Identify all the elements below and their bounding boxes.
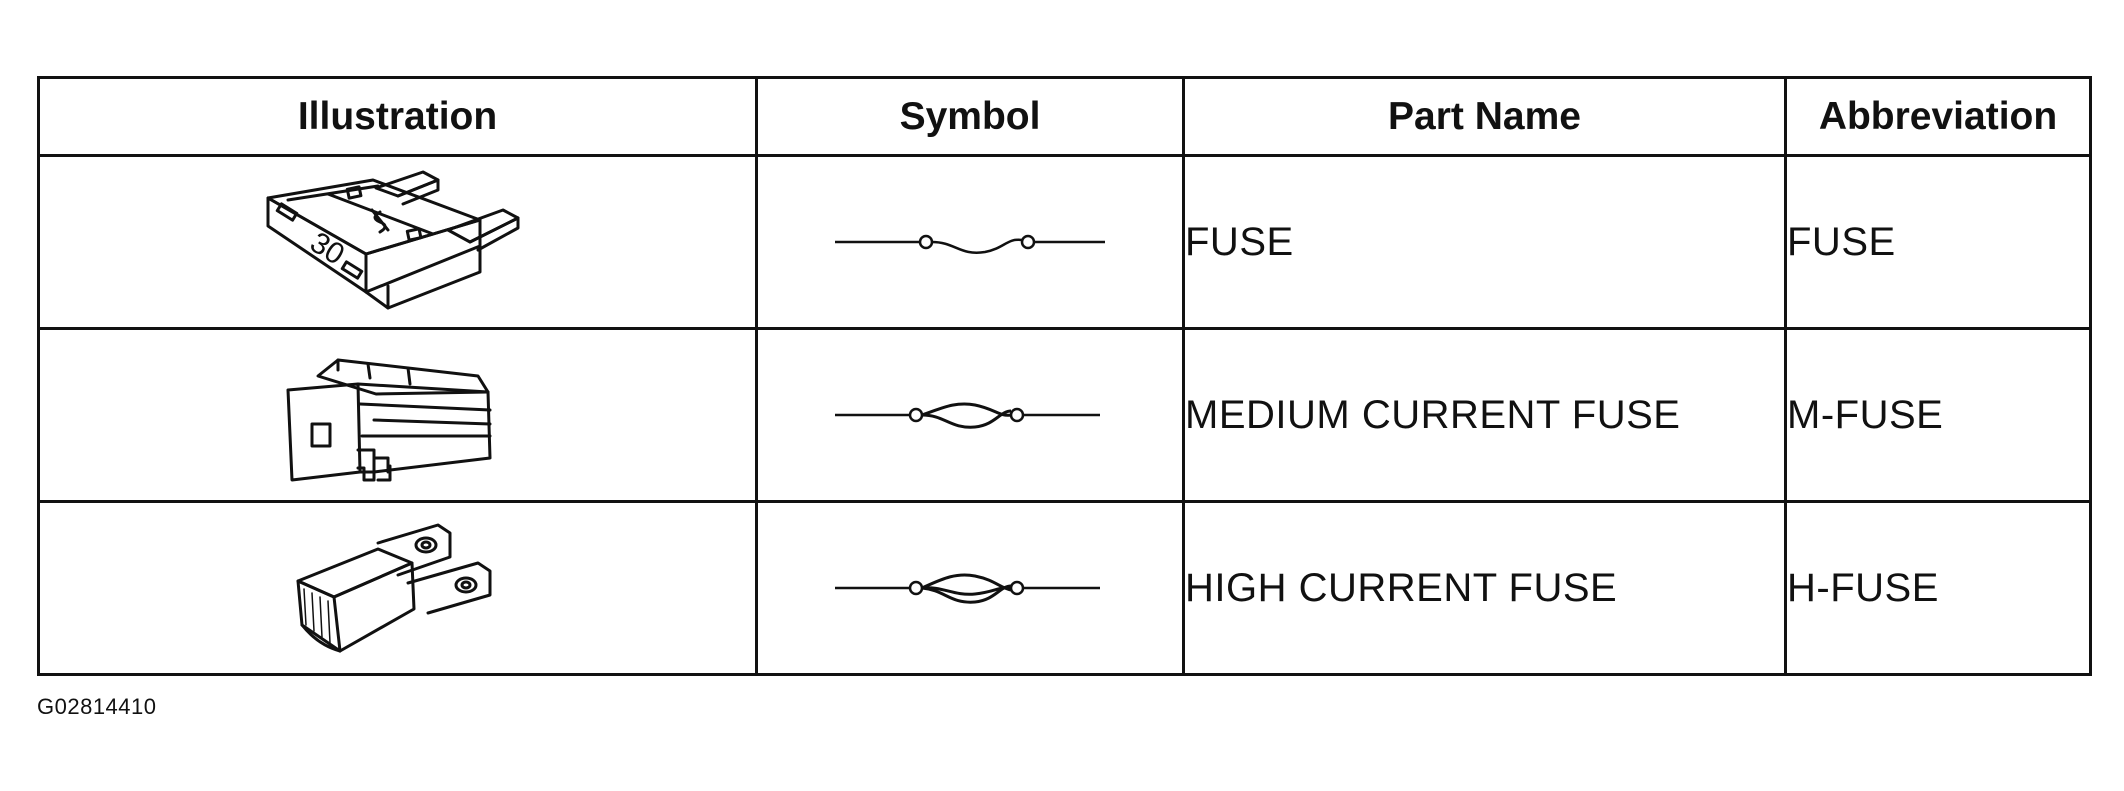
table-row: HIGH CURRENT FUSE H-FUSE	[37, 500, 2092, 676]
high-current-fuse-icon	[296, 523, 491, 653]
header-symbol: Symbol	[755, 76, 1185, 157]
header-part-name: Part Name	[1182, 76, 1787, 157]
illustration-cell: 30	[37, 154, 758, 330]
part-name-cell: MEDIUM CURRENT FUSE	[1182, 327, 1787, 503]
abbreviation-cell: H-FUSE	[1784, 500, 2092, 676]
medium-current-fuse-icon	[286, 358, 491, 482]
illustration-cell	[37, 327, 758, 503]
figure-id: G02814410	[37, 694, 157, 719]
illustration-cell	[37, 500, 758, 676]
symbol-cell	[755, 327, 1185, 503]
header-illustration: Illustration	[37, 76, 758, 157]
medium-current-fuse-symbol-icon	[835, 402, 1100, 429]
high-current-fuse-symbol-icon	[835, 573, 1100, 604]
blade-fuse-icon: 30	[266, 170, 519, 310]
abbreviation-cell: M-FUSE	[1784, 327, 2092, 503]
part-name-cell: HIGH CURRENT FUSE	[1182, 500, 1787, 676]
symbol-cell	[755, 154, 1185, 330]
table-row: MEDIUM CURRENT FUSE M-FUSE	[37, 327, 2092, 503]
table-row: 30 FUSE FUSE	[37, 154, 2092, 330]
fuse-symbol-icon	[835, 234, 1105, 254]
table-header-row: Illustration Symbol Part Name Abbreviati…	[37, 76, 2092, 157]
header-abbreviation: Abbreviation	[1784, 76, 2092, 157]
abbreviation-cell: FUSE	[1784, 154, 2092, 330]
symbol-cell	[755, 500, 1185, 676]
fuse-symbol-table: Illustration Symbol Part Name Abbreviati…	[37, 76, 2092, 676]
part-name-cell: FUSE	[1182, 154, 1787, 330]
